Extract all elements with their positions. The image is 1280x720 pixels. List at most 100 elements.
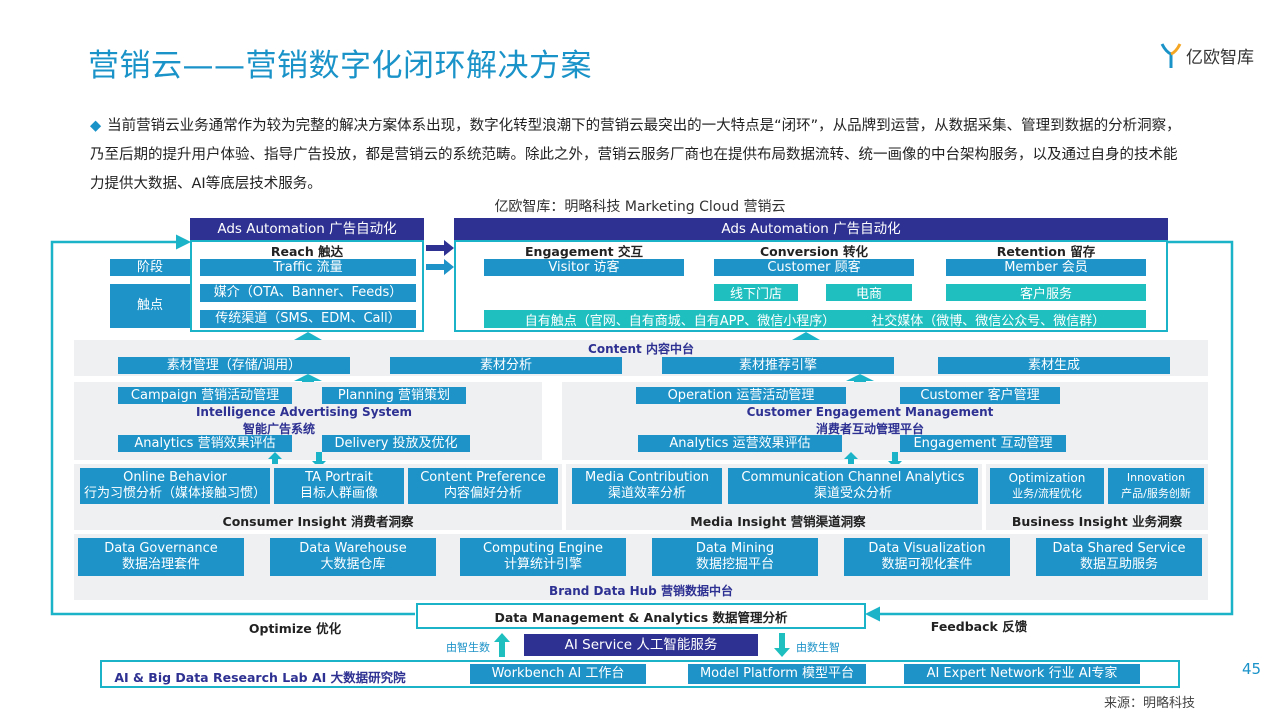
hub-item-6-en: Data Shared Service: [1052, 541, 1186, 556]
media-touchpoint: 媒介（OTA、Banner、Feeds）: [200, 284, 416, 302]
channel-analytics-cn: 渠道受众分析: [813, 486, 892, 501]
hub-item-3-en: Computing Engine: [482, 541, 604, 556]
innovation-en: Innovation: [1126, 471, 1186, 484]
logo: 亿欧智库: [1160, 38, 1254, 72]
logo-text: 亿欧智库: [1186, 47, 1254, 68]
touchpoint-label: 触点: [110, 284, 190, 328]
up-arrow-reach: [294, 332, 322, 344]
traditional-touchpoint: 传统渠道（SMS、EDM、Call）: [200, 310, 416, 328]
visitor-stage: Visitor 访客: [484, 259, 684, 276]
down-arrow-ai: [774, 633, 790, 657]
hub-item-4-en: Data Mining: [695, 541, 775, 556]
analytics-evaluation: Analytics 营销效果评估: [118, 435, 292, 452]
hub-item-5-cn: 数据可视化套件: [881, 557, 973, 572]
ta-portrait-en: TA Portrait: [305, 470, 373, 485]
media-contribution-en: Media Contribution: [585, 470, 709, 485]
research-lab-title: AI & Big Data Research Lab AI 大数据研究院: [114, 670, 406, 685]
conversion-title: Conversion 转化: [759, 244, 868, 259]
channel-analytics-en: Communication Channel Analytics: [741, 470, 965, 485]
ias-title-cn: 智能广告系统: [242, 422, 315, 436]
diagram-caption: 亿欧智库：明略科技 Marketing Cloud 营销云: [494, 199, 786, 215]
delivery-optimization: Delivery 投放及优化: [322, 435, 470, 452]
engagement-management: Engagement 互动管理: [900, 435, 1066, 452]
hub-item-3-cn: 计算统计引擎: [503, 557, 582, 572]
up-arrow-engage: [792, 332, 820, 344]
social-touchpoint: 社交媒体（微博、微信公众号、微信群）: [871, 313, 1106, 329]
traffic-stage: Traffic 流量: [200, 259, 416, 276]
content-platform-title: Content 内容中台: [588, 342, 694, 356]
ads-automation-right-header: Ads Automation 广告自动化: [454, 218, 1168, 240]
up-arrow-cem: [846, 374, 874, 384]
media-contribution-cn: 渠道效率分析: [607, 486, 686, 501]
operation-management: Operation 运营活动管理: [636, 387, 846, 404]
online-behavior-en: Online Behavior: [123, 470, 227, 485]
hub-item-2-en: Data Warehouse: [299, 541, 407, 556]
ads-automation-left-header: Ads Automation 广告自动化: [190, 218, 424, 240]
engagement-title: Engagement 交互: [525, 244, 643, 259]
up-arrow-comm: [844, 452, 858, 468]
retention-title: Retention 留存: [996, 244, 1096, 259]
up-arrow-ai: [494, 633, 510, 657]
hub-item-1-cn: 数据治理套件: [121, 557, 200, 572]
offline-store-touchpoint: 线下门店: [714, 284, 798, 302]
dma-label: Data Management & Analytics 数据管理分析: [494, 609, 788, 625]
ai-service: AI Service 人工智能服务: [524, 634, 758, 656]
model-platform: Model Platform 模型平台: [688, 664, 866, 684]
cem-title-cn: 消费者互动管理平台: [815, 422, 924, 436]
business-insight-title: Business Insight 业务洞察: [1011, 514, 1183, 529]
up-arrow-ias: [294, 374, 322, 384]
hub-item-5-en: Data Visualization: [868, 541, 986, 556]
workbench: Workbench AI 工作台: [470, 664, 646, 684]
content-preference-en: Content Preference: [420, 470, 546, 485]
campaign-management: Campaign 营销活动管理: [118, 387, 292, 404]
optimization-en: Optimization: [1008, 471, 1086, 485]
media-insight-title: Media Insight 营销渠道洞察: [690, 514, 866, 529]
planning: Planning 营销策划: [322, 387, 466, 404]
brand-data-hub: [74, 534, 1208, 600]
customer-stage: Customer 顾客: [714, 259, 914, 276]
intro-paragraph: ◆当前营销云业务通常作为较为完整的解决方案体系出现，数字化转型浪潮下的营销云最突…: [90, 112, 1190, 199]
data-to-zhi-label: 由数生智: [796, 641, 840, 654]
intro-text: 当前营销云业务通常作为较为完整的解决方案体系出现，数字化转型浪潮下的营销云最突出…: [90, 118, 1181, 192]
own-and-social-touchpoints: 自有触点（官网、自有商城、自有APP、微信小程序） 社交媒体（微博、微信公众号、…: [484, 310, 1146, 329]
ias-title-en: Intelligence Advertising System: [195, 405, 413, 419]
source-note: 来源：明略科技: [1104, 696, 1196, 711]
hub-item-4-cn: 数据挖掘平台: [695, 557, 774, 572]
up-arrow-ta: [268, 452, 282, 468]
feedback-label: Feedback 反馈: [930, 619, 1028, 634]
zhi-to-data-label: 由智生数: [446, 641, 490, 654]
page-number: 45: [1242, 660, 1262, 678]
content-item-2: 素材分析: [390, 357, 622, 374]
hub-item-1-en: Data Governance: [104, 541, 218, 556]
own-touchpoint: 自有触点（官网、自有商城、自有APP、微信小程序）: [524, 313, 836, 329]
brand-data-hub-title: Brand Data Hub 营销数据中台: [549, 584, 733, 598]
innovation: Innovation 产品/服务创新: [1108, 468, 1204, 504]
ta-portrait-cn: 目标人群画像: [299, 486, 378, 501]
yiou-logo-icon: [1160, 40, 1182, 70]
expert-network: AI Expert Network 行业 AI专家: [904, 664, 1140, 684]
customer-service-touchpoint: 客户服务: [946, 284, 1146, 302]
page-title: 营销云——营销数字化闭环解决方案: [88, 48, 592, 84]
online-behavior-cn: 行为习惯分析（媒体接触习惯）: [83, 486, 266, 501]
reach-title: Reach 触达: [270, 244, 344, 259]
data-management-analytics: Data Management & Analytics 数据管理分析: [416, 603, 866, 629]
stage-label: 阶段: [110, 259, 190, 276]
content-item-1: 素材管理（存储/调用）: [118, 357, 350, 374]
ecommerce-touchpoint: 电商: [826, 284, 912, 302]
hub-item-2-cn: 大数据仓库: [320, 557, 386, 572]
innovation-cn: 产品/服务创新: [1121, 487, 1191, 500]
feedback-loop-line: [865, 240, 1234, 622]
optimize-loop-line: [50, 234, 415, 616]
